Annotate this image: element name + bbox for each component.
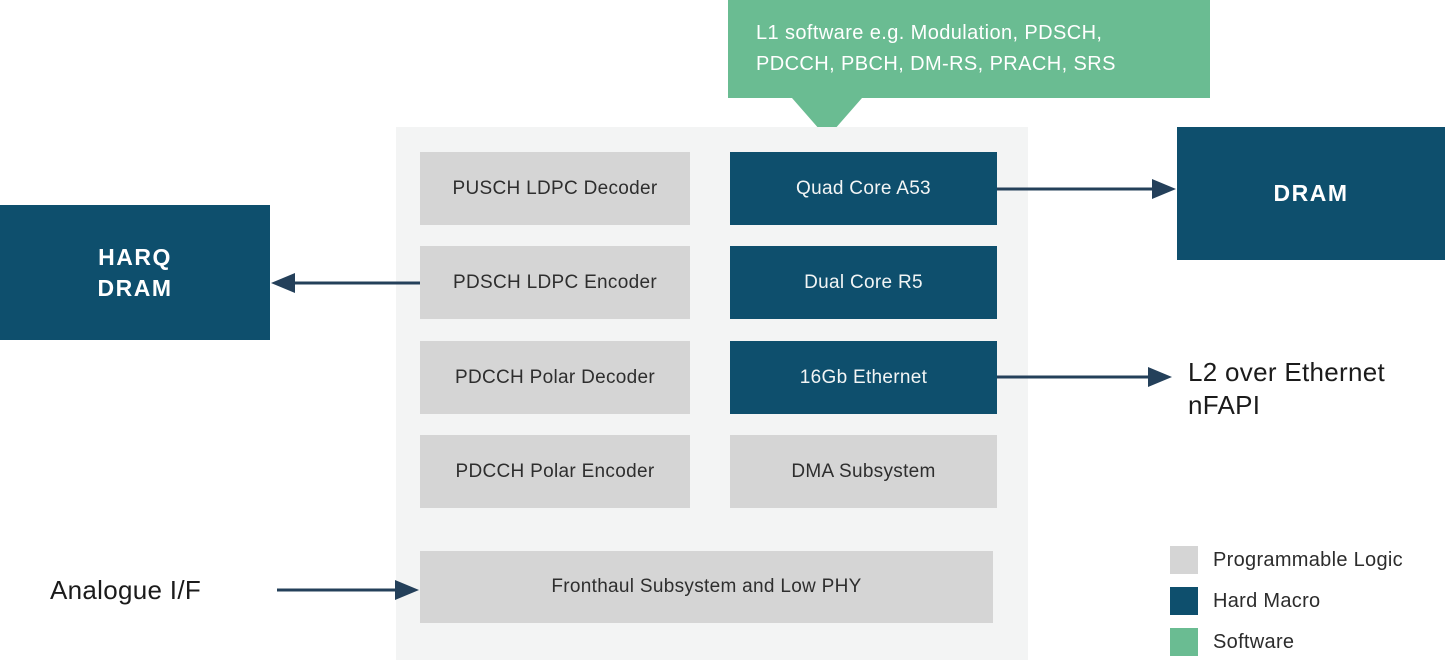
block-dram: DRAM	[1177, 127, 1445, 260]
l2-label-line1: L2 over Ethernet	[1188, 357, 1386, 387]
hard-macro-swatch	[1170, 587, 1198, 615]
legend: Programmable Logic Hard Macro Software	[1170, 546, 1445, 660]
block-pdsch-ldpc-encoder: PDSCH LDPC Encoder	[420, 246, 690, 319]
block-dual-core-r5: Dual Core R5	[730, 246, 997, 319]
block-harq-dram: HARQ DRAM	[0, 205, 270, 340]
block-label: Dual Core R5	[804, 271, 923, 293]
block-16gb-ethernet: 16Gb Ethernet	[730, 341, 997, 414]
analogue-if-label: Analogue I/F	[50, 574, 201, 607]
legend-item-software: Software	[1170, 628, 1445, 656]
legend-label: Software	[1213, 630, 1295, 653]
programmable-logic-swatch	[1170, 546, 1198, 574]
block-label: PDCCH Polar Decoder	[455, 366, 655, 388]
callout-text-line2: PDCCH, PBCH, DM-RS, PRACH, SRS	[756, 53, 1116, 75]
legend-item-hard-macro: Hard Macro	[1170, 587, 1445, 615]
block-label: PDSCH LDPC Encoder	[453, 271, 657, 293]
block-label: PDCCH Polar Encoder	[455, 460, 655, 482]
block-pdcch-polar-encoder: PDCCH Polar Encoder	[420, 435, 690, 508]
callout-text-line1: L1 software e.g. Modulation, PDSCH,	[756, 22, 1103, 44]
harq-dram-line2: DRAM	[97, 274, 173, 301]
harq-dram-line1: HARQ	[98, 243, 172, 270]
block-dma-subsystem: DMA Subsystem	[730, 435, 997, 508]
legend-label: Programmable Logic	[1213, 548, 1403, 571]
block-label: PUSCH LDPC Decoder	[452, 177, 658, 199]
block-label: Quad Core A53	[796, 177, 931, 199]
l1-software-callout: L1 software e.g. Modulation, PDSCH, PDCC…	[728, 0, 1210, 98]
l2-over-ethernet-label: L2 over Ethernet nFAPI	[1188, 356, 1385, 422]
block-label: DMA Subsystem	[791, 460, 936, 482]
block-pusch-ldpc-decoder: PUSCH LDPC Decoder	[420, 152, 690, 225]
block-fronthaul-subsystem-low-phy: Fronthaul Subsystem and Low PHY	[420, 551, 993, 623]
block-label: 16Gb Ethernet	[799, 366, 928, 388]
dram-label: DRAM	[1273, 180, 1349, 206]
block-quad-core-a53: Quad Core A53	[730, 152, 997, 225]
legend-label: Hard Macro	[1213, 589, 1321, 612]
block-pdcch-polar-decoder: PDCCH Polar Decoder	[420, 341, 690, 414]
software-swatch	[1170, 628, 1198, 656]
analogue-if-text: Analogue I/F	[50, 575, 202, 605]
legend-item-programmable-logic: Programmable Logic	[1170, 546, 1445, 574]
l2-label-line2: nFAPI	[1188, 390, 1261, 420]
block-label: Fronthaul Subsystem and Low PHY	[551, 576, 862, 597]
